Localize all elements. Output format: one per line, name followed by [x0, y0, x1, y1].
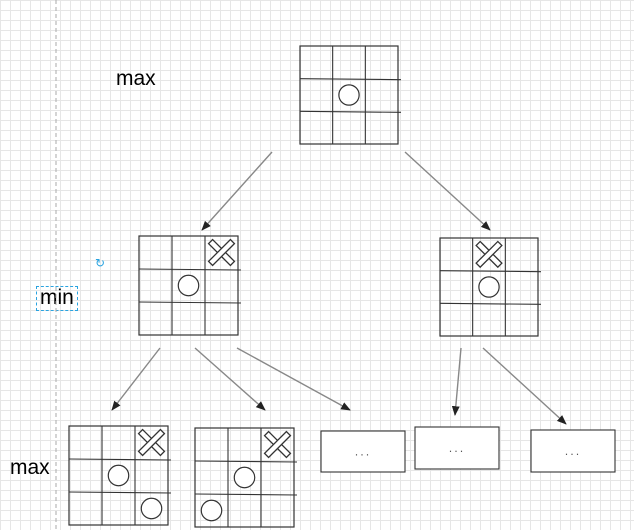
level-label-max-bottom: max	[10, 456, 50, 479]
placeholder-ellipsis: ...	[355, 446, 372, 459]
tree-boards	[68, 45, 542, 528]
tic-tac-toe-board-min-right	[439, 237, 542, 337]
tree-edge-arrow	[482, 347, 567, 425]
tic-tac-toe-board-root	[299, 45, 402, 145]
placeholder-nodes: .........	[320, 426, 616, 473]
tree-edge-arrow	[194, 347, 266, 411]
tree-edge-arrow	[451, 347, 462, 416]
placeholder-node: ...	[320, 430, 406, 473]
x-mark	[263, 430, 292, 459]
tic-tac-toe-board-leaf-2	[194, 427, 298, 528]
tree-edge-arrow	[236, 347, 351, 411]
o-mark	[107, 464, 130, 487]
o-mark	[478, 276, 500, 298]
o-mark	[140, 497, 163, 520]
tic-tac-toe-board-leaf-1	[68, 425, 172, 526]
tic-tac-toe-board-min-left	[138, 235, 242, 336]
o-mark	[338, 84, 360, 106]
x-mark	[137, 428, 166, 457]
level-label-max-top: max	[116, 67, 156, 90]
rotate-icon[interactable]: ↻	[95, 256, 106, 270]
tree-edges	[111, 151, 567, 425]
tree-edge-arrow	[111, 347, 161, 411]
placeholder-ellipsis: ...	[565, 445, 582, 458]
o-mark	[233, 466, 256, 489]
x-mark	[207, 238, 236, 267]
placeholder-ellipsis: ...	[449, 442, 466, 455]
placeholder-node: ...	[414, 426, 500, 470]
o-mark	[177, 274, 200, 297]
tree-edge-arrow	[404, 151, 491, 231]
placeholder-node: ...	[530, 429, 616, 473]
x-mark	[475, 240, 503, 269]
level-label-min[interactable]: min	[36, 286, 78, 311]
tree-edge-arrow	[201, 151, 273, 231]
o-mark	[200, 499, 223, 522]
